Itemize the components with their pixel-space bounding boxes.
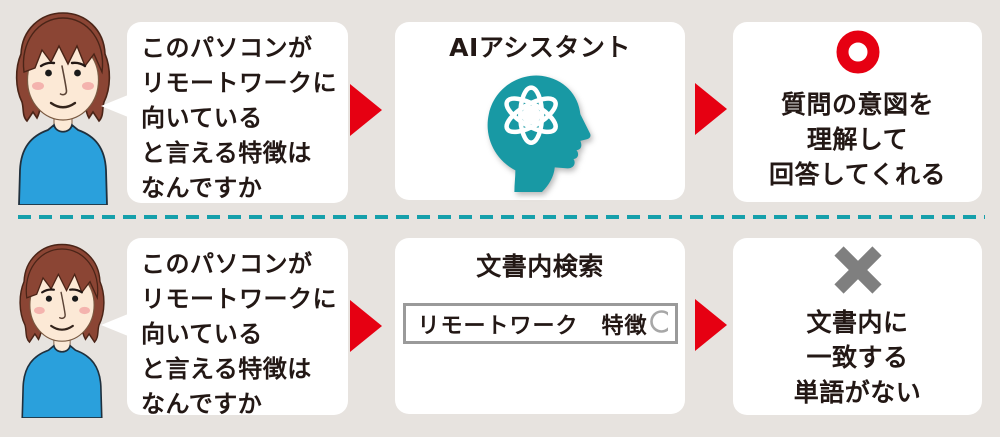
flow-arrow-icon <box>695 299 727 351</box>
question-line: このパソコンが <box>141 250 313 278</box>
result-text: 文書内に 一致する 単語がない <box>794 305 922 410</box>
question-line: と言える特徴は <box>141 139 312 167</box>
success-circle-icon <box>836 30 879 74</box>
result-line: 質問の意図を <box>780 90 934 119</box>
question-bubble: このパソコンが リモートワークに 向いている と言える特徴は なんですか <box>127 22 348 203</box>
ai-head-atom-icon <box>487 75 591 193</box>
question-line: 向いている <box>141 320 263 348</box>
document-search-panel: 文書内検索 リモートワーク 特徴 <box>395 238 685 414</box>
user-illustration <box>12 240 112 422</box>
search-input[interactable]: リモートワーク 特徴 <box>402 303 678 344</box>
flow-arrow-icon <box>695 83 727 135</box>
question-line: なんですか <box>141 390 263 418</box>
person-icon <box>12 240 112 418</box>
result-line: 一致する <box>806 343 909 372</box>
method-title: AIアシスタント <box>449 33 631 62</box>
result-line: 回答してくれる <box>768 160 946 189</box>
result-text: 質問の意図を 理解して 回答してくれる <box>769 87 946 192</box>
search-query[interactable]: リモートワーク 特徴 <box>417 313 648 339</box>
bubble-tail <box>101 314 128 336</box>
question-line: リモートワークに <box>141 69 337 97</box>
bubble-tail <box>101 95 128 117</box>
question-line: このパソコンが <box>141 34 313 62</box>
flow-arrow-icon <box>350 300 382 352</box>
search-icon[interactable] <box>648 308 668 340</box>
question-bubble: このパソコンが リモートワークに 向いている と言える特徴は なんですか <box>127 238 348 418</box>
flow-arrow-icon <box>350 84 382 136</box>
result-line: 理解して <box>806 125 909 154</box>
question-line: 向いている <box>141 104 263 132</box>
question-line: なんですか <box>141 174 263 202</box>
result-line: 文書内に <box>806 308 909 337</box>
method-title: 文書内検索 <box>476 252 604 281</box>
ai-assistant-panel: AIアシスタント <box>395 22 685 200</box>
question-line: と言える特徴は <box>141 355 312 383</box>
ai-result-panel: 質問の意図を 理解して 回答してくれる <box>733 22 982 202</box>
result-line: 単語がない <box>793 378 922 407</box>
section-divider <box>18 215 985 219</box>
fail-cross-icon <box>833 246 882 294</box>
search-result-panel: 文書内に 一致する 単語がない <box>733 238 982 415</box>
question-line: リモートワークに <box>141 285 337 313</box>
